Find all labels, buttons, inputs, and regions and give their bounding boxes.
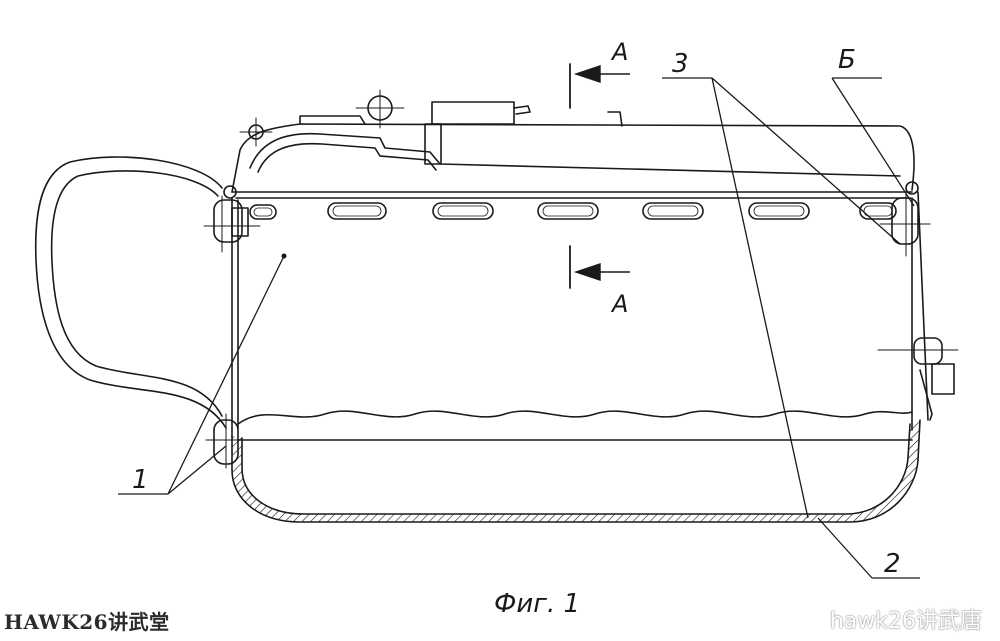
label-part-1: 1	[132, 465, 149, 495]
label-detail-b: Б	[838, 45, 856, 75]
section-a-top-arrow	[573, 65, 630, 83]
bottom-hull-hatch	[232, 420, 920, 522]
carry-handle	[34, 156, 227, 429]
watermark-right: hawk26讲武唐	[829, 609, 982, 634]
cap-lug	[424, 123, 442, 165]
leader-2	[817, 517, 873, 579]
label-part-2: 2	[884, 549, 901, 579]
right-upper-fastener	[879, 181, 931, 257]
figure-caption: Фиг. 1	[494, 589, 580, 619]
leader-1-a	[167, 255, 285, 495]
right-latch	[877, 337, 959, 421]
carry-handle-inner	[50, 170, 223, 417]
left-upper-fastener	[203, 185, 261, 253]
right-wall-outer	[917, 191, 929, 421]
liquid-level-wave	[237, 410, 913, 425]
label-part-3: 3	[672, 49, 689, 79]
filler-neck	[249, 132, 901, 177]
vent-tab	[607, 111, 623, 127]
section-a-bottom-arrow	[573, 263, 630, 281]
leader-1-b	[167, 445, 227, 495]
lid-plate	[299, 115, 366, 125]
leader-3-a	[711, 77, 809, 519]
leader-1-dot	[281, 253, 287, 259]
watermark-left: HAWK26讲武堂	[4, 610, 170, 634]
cap-lever	[513, 105, 531, 115]
leader-b	[831, 77, 915, 207]
cap-block	[431, 101, 515, 125]
left-lower-fastener	[205, 413, 251, 469]
label-section-a-bottom: А	[610, 290, 628, 318]
rivet-slot-row	[249, 202, 897, 220]
filler-neck-inner	[257, 142, 437, 173]
label-section-a-top: А	[610, 38, 628, 66]
bottom-hull-outer	[231, 419, 921, 523]
bottom-hull-inner	[241, 423, 911, 515]
leader-3-b	[711, 77, 901, 245]
